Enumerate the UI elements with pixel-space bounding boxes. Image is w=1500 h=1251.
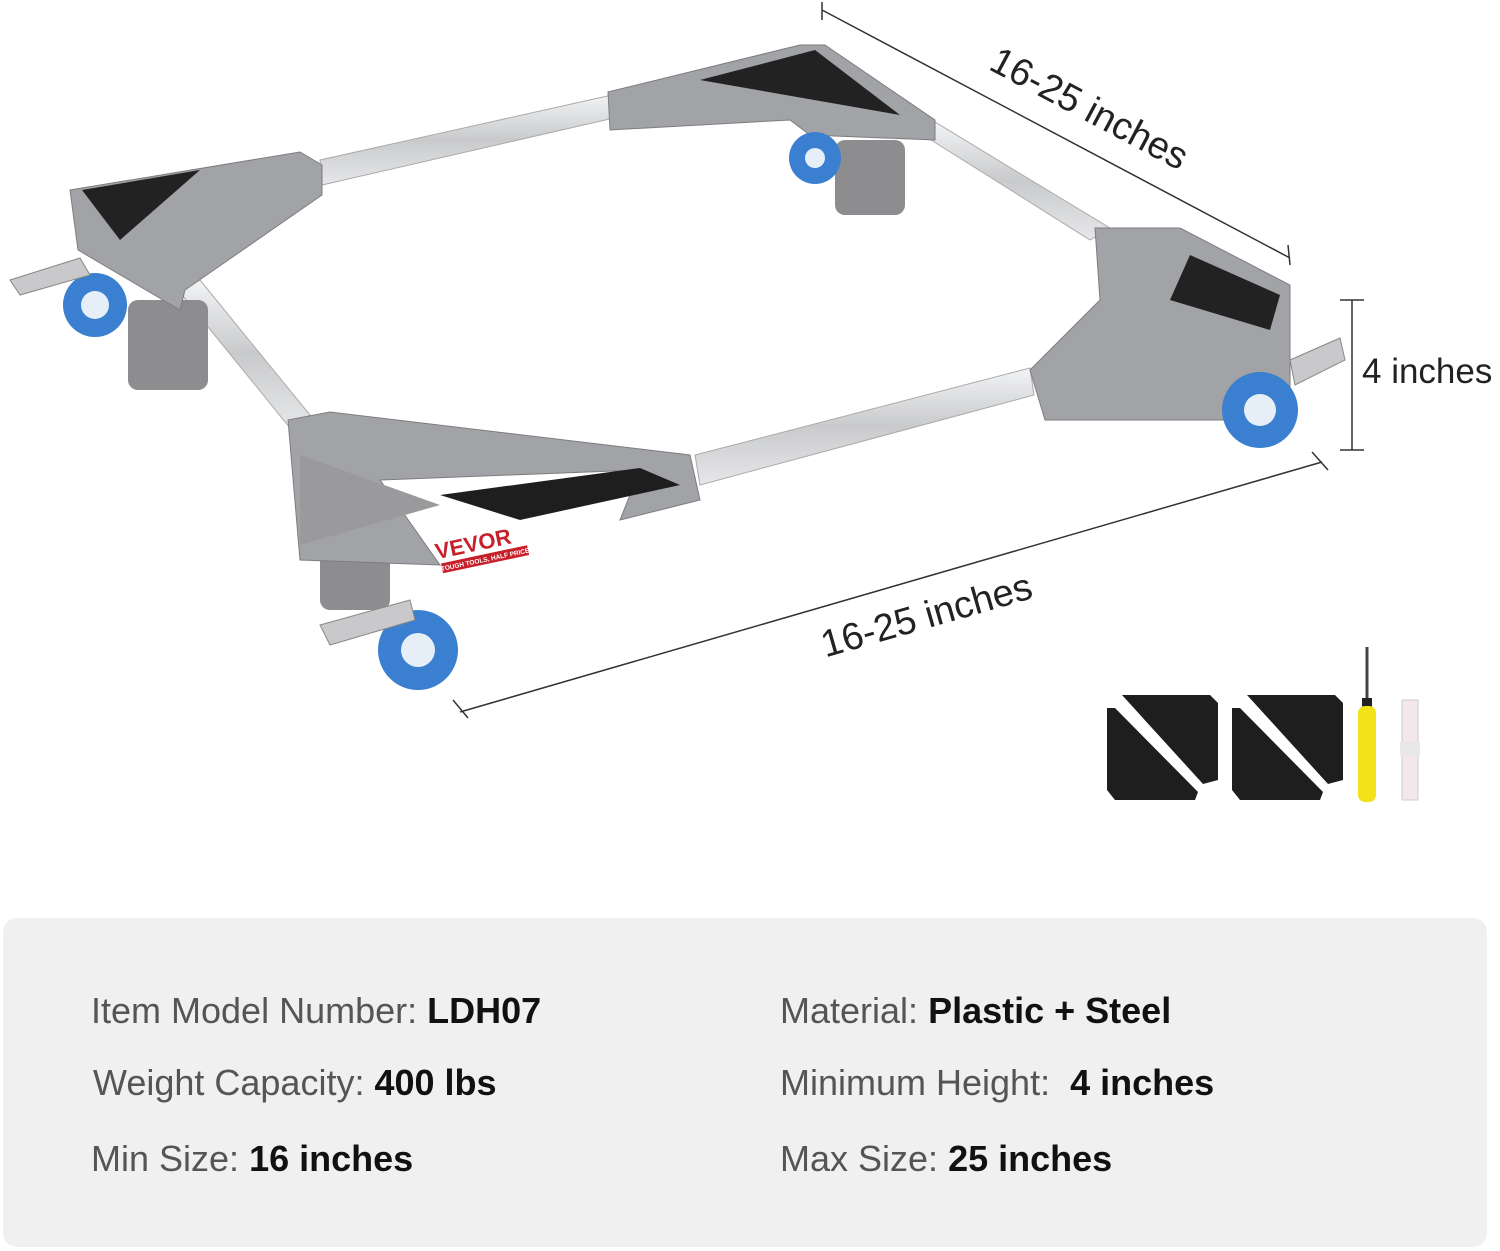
corner-bracket-back-right [607,44,936,215]
dimension-lines [452,2,1364,719]
spec-weight-capacity: Weight Capacity: 400 lbs [93,1062,497,1104]
spec-value: 25 inches [948,1138,1113,1179]
measuring-tape [1400,699,1420,801]
spec-value: 4 inches [1070,1062,1215,1103]
accessories [1107,647,1420,802]
appliance-stand-illustration: VEVOR TOUGH TOOLS, HALF PRICE [9,2,1420,802]
corner-bracket-right [1029,227,1346,448]
spec-value: LDH07 [427,990,542,1031]
spec-value: 400 lbs [374,1062,497,1103]
specifications-panel: Item Model Number: LDH07 Material: Plast… [3,918,1487,1247]
spec-label: Minimum Height: [780,1062,1051,1103]
height-dimension-label: 4 inches [1362,352,1493,391]
spec-model-number: Item Model Number: LDH07 [91,990,541,1032]
corner-bracket-back-left [9,151,323,390]
spec-label: Weight Capacity: [93,1062,365,1103]
vevor-logo: VEVOR TOUGH TOOLS, HALF PRICE [433,524,531,574]
spec-minimum-height: Minimum Height: 4 inches [780,1062,1214,1104]
anti-slip-pad [1107,695,1218,800]
spec-label: Item Model Number: [91,990,418,1031]
spec-value: 16 inches [249,1138,414,1179]
spec-material: Material: Plastic + Steel [780,990,1171,1032]
spec-value: Plastic + Steel [928,990,1172,1031]
spec-min-size: Min Size: 16 inches [91,1138,413,1180]
spec-label: Material: [780,990,919,1031]
spec-max-size: Max Size: 25 inches [780,1138,1112,1180]
screwdriver [1358,647,1376,802]
spec-label: Max Size: [780,1138,939,1179]
spec-label: Min Size: [91,1138,240,1179]
corner-bracket-front: VEVOR TOUGH TOOLS, HALF PRICE [287,411,701,690]
anti-slip-pad [1232,695,1343,800]
